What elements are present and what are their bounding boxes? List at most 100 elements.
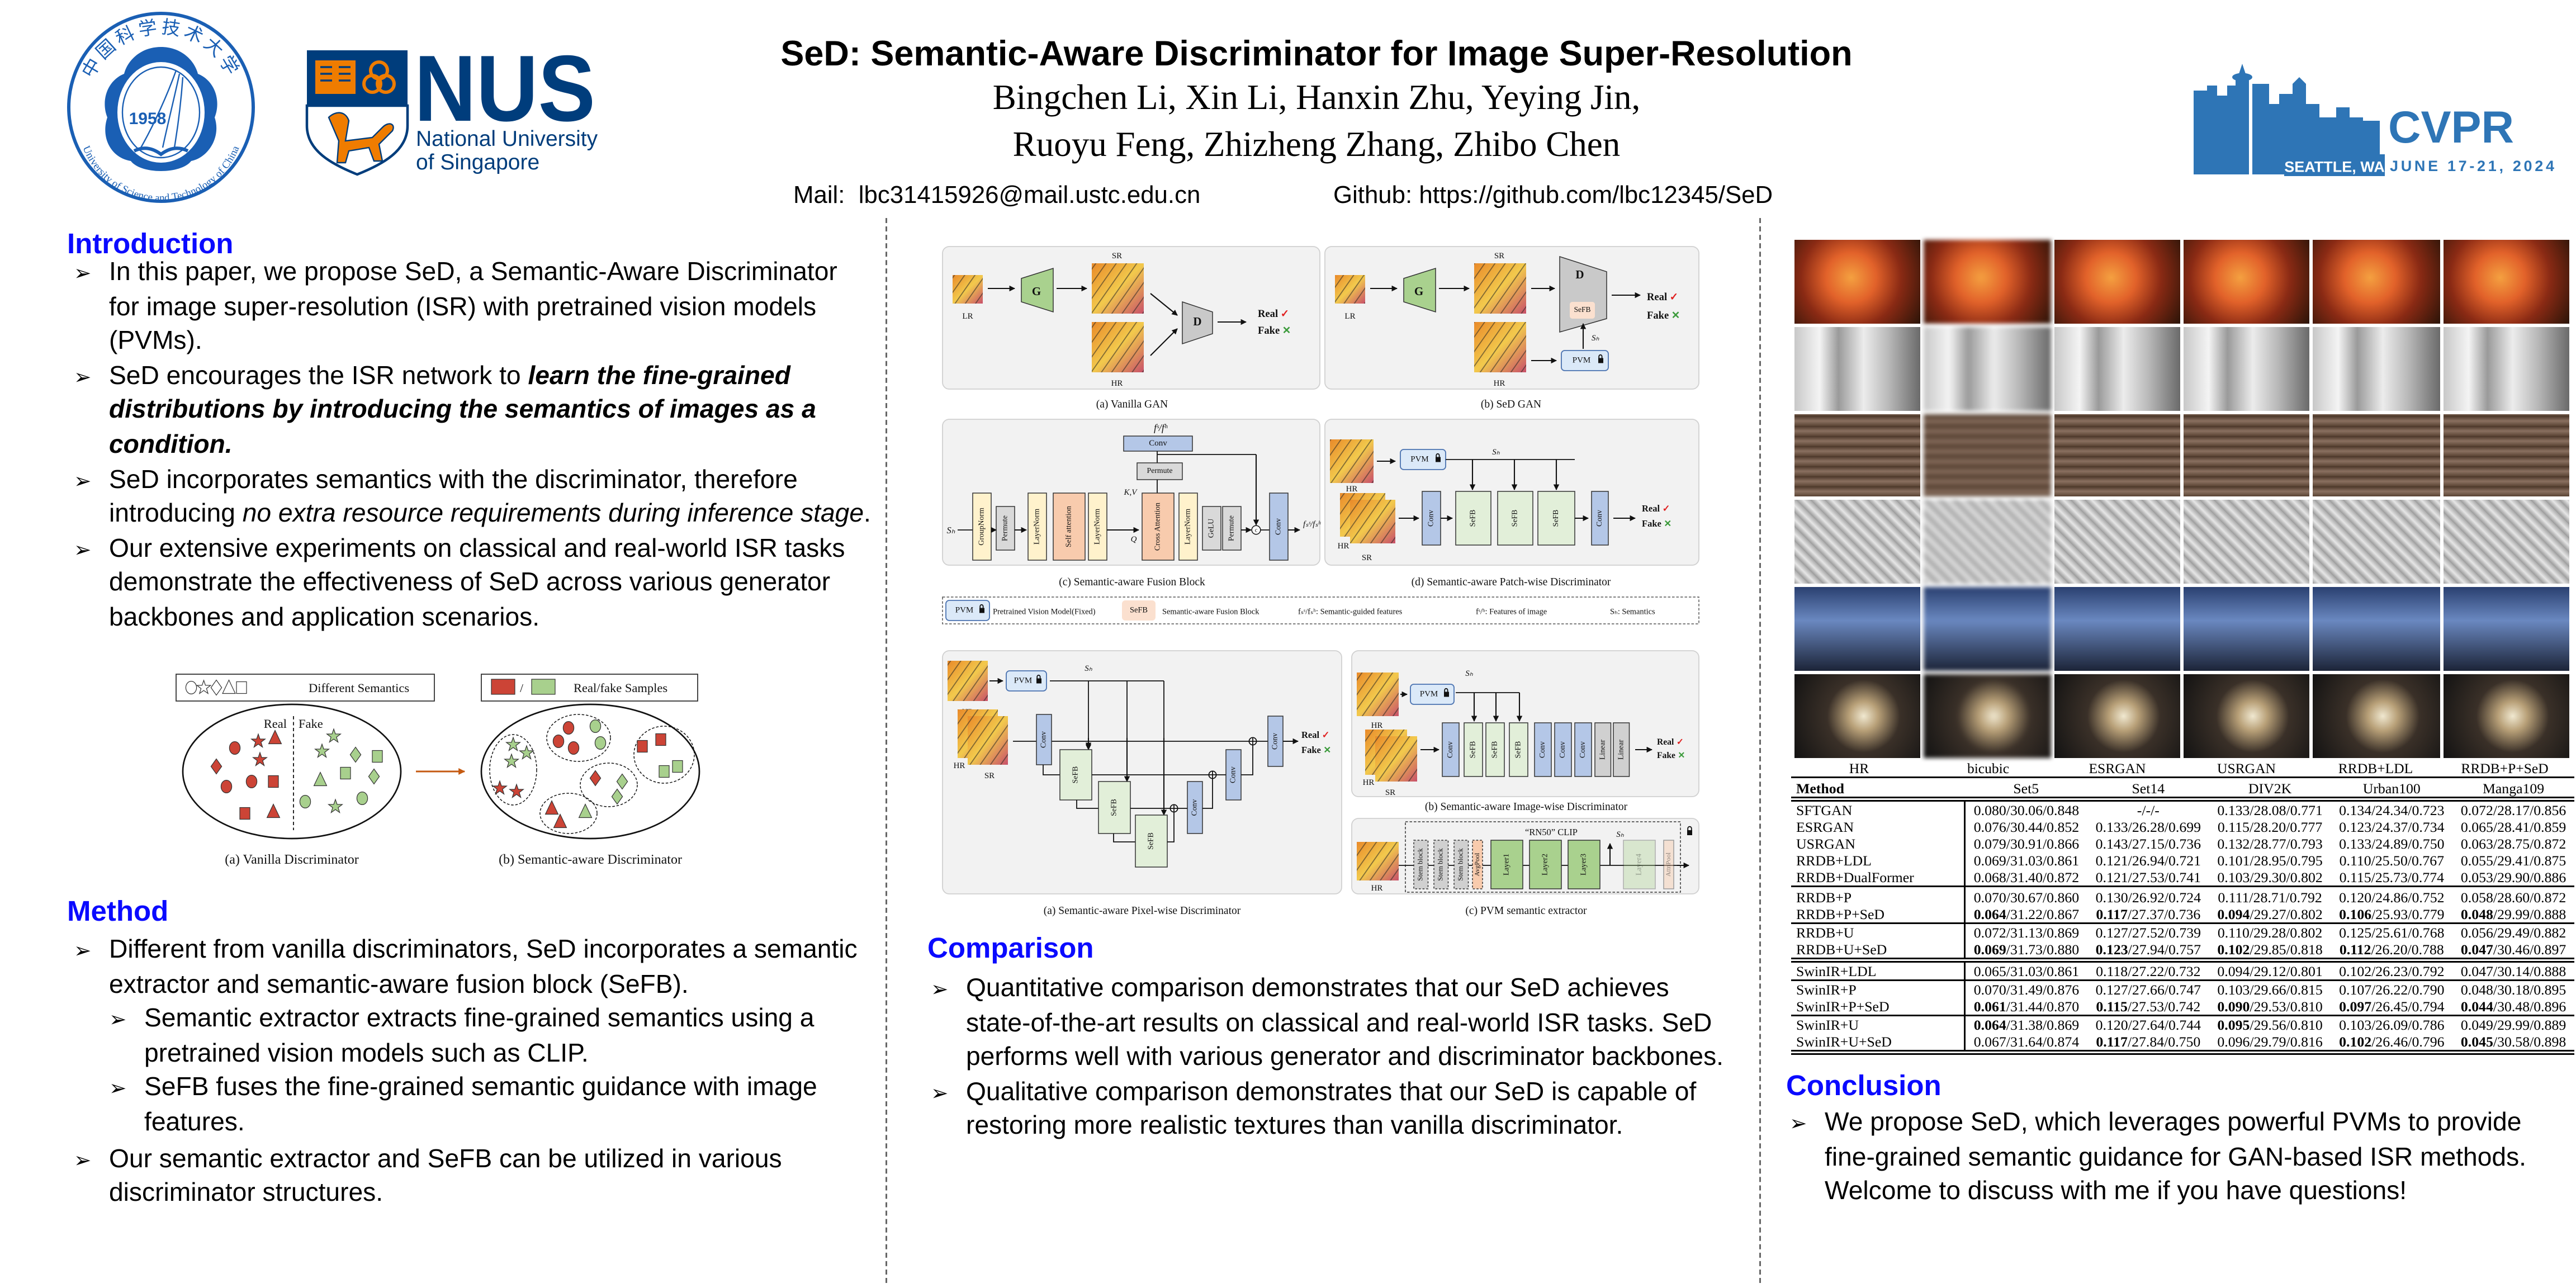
comparison-image [2053,326,2180,410]
layer-block-label: Layer1 [1502,854,1510,875]
fusion-block [1088,493,1107,561]
stem-block [1453,840,1469,889]
comparison-image [2313,240,2440,324]
metric-cell: 0.067/31.64/0.874 [1973,1033,2080,1050]
figure-label: Pretrained Vision Model(Fixed) [993,607,1096,616]
figure-label: SR [1112,252,1122,261]
bullet-arrow-icon: ➢ [74,536,92,562]
comparison-column-label: bicubic [1967,760,2010,776]
comparison-image [2313,326,2440,410]
introduction-bullet: ➢SeD incorporates semantics with the dis… [74,464,872,533]
bullet-arrow-icon: ➢ [109,1076,127,1101]
sefb-block-label: SeFB [1147,832,1155,850]
sefb-block-label: SeFB [1071,766,1079,784]
bullet-text: . [864,500,871,529]
star-sample [325,728,342,743]
metric-cell: 0.080/30.06/0.848 [1973,802,2080,819]
nus-line2: of Singapore [416,150,539,174]
metric-cell: 0.110/25.50/0.767 [2339,852,2445,869]
linear-block [1613,722,1630,777]
sefb-block [1098,781,1131,834]
pvm-label: PVM [1573,356,1591,364]
metric-cell: 0.134/24.34/0.723 [2339,802,2445,819]
sefb-legend-box [1122,600,1156,621]
conv-block-label: Conv [1190,799,1199,816]
cvpr-dates: JUNE 17-21, 2024 [2390,158,2554,174]
real-label: Real✓ [1657,737,1684,747]
figure-caption: (b) Semantic-aware Discriminator [499,853,682,867]
lock-icon [1444,692,1449,697]
lock-icon [1036,678,1041,684]
method-cell: RRDB+P [1791,886,1966,905]
mail: Mail: lbc31415926@mail.ustc.edu.cn [793,181,1200,211]
fusion-block-label: Permute [1227,515,1235,541]
metric-cell: 0.101/28.95/0.795 [2217,852,2323,869]
star-sample [327,798,344,813]
comparison-image [1924,326,2051,410]
layer-block [1623,840,1656,889]
conv-block-label: Conv [1558,741,1566,758]
real-text: Real [1647,291,1667,303]
metric-cell: 0.102/26.46/0.796 [2339,1033,2445,1050]
arrow [1150,328,1178,356]
comparison-image [2442,587,2569,671]
fusion-block [1027,493,1047,561]
figure-label: G [1414,285,1423,298]
figure-caption: (c) PVM semantic extractor [1465,905,1587,917]
semantic-space [480,703,700,840]
fake-label: Fake✕ [1647,310,1680,321]
comparison-image [2313,587,2440,671]
metric-cell: 0.095/29.56/0.810 [2209,1015,2331,1034]
metric-cell: 0.070/30.67/0.860 [1964,886,2087,905]
bullet-arrow-icon: ➢ [74,260,92,285]
metric-cell: 0.069/31.03/0.861 [1973,852,2080,869]
figure-label: SR [984,771,995,780]
fusion-block-label: Permute [1001,515,1009,541]
metric-cell: 0.069/31.73/0.880 [1973,940,2080,958]
sefb-block-label: SeFB [1469,510,1477,527]
nus-line1: National University [416,127,598,151]
check-icon: ✓ [1281,308,1290,320]
metric-cell: 0.076/30.44/0.852 [1973,818,2080,836]
figure-label: Sₕ [1592,334,1600,343]
conv-block-label: Conv [1538,741,1546,758]
layer-block [1529,840,1562,889]
layer-block [1568,840,1600,889]
conv-block-label: Conv [1039,731,1048,748]
butterfly-texture [953,275,983,304]
column-header: Method [1791,777,1965,802]
comparison-heading: Comparison [927,932,1094,964]
method-cell: RRDB+U+SeD [1791,940,1966,960]
real-text: Real [1657,737,1674,747]
introduction-heading: Introduction [67,228,234,260]
mail-address[interactable]: lbc31415926@mail.ustc.edu.cn [858,183,1201,210]
triangle-sample [222,679,236,694]
poster-title: SeD: Semantic-Aware Discriminator for Im… [780,35,1853,74]
comparison-bullet: ➢Quantitative comparison demonstrates th… [931,973,1726,1076]
authors-line-1: Bingchen Li, Xin Li, Hanxin Zhu, Yeying … [992,77,1641,117]
metric-cell: 0.133/24.89/0.750 [2339,835,2445,853]
stem-block [1433,840,1449,889]
real-label: Real✓ [1642,503,1670,514]
metric-cell: 0.063/28.75/0.872 [2460,835,2566,853]
metric-cell: 0.090/29.53/0.810 [2217,998,2323,1015]
comparison-image [2442,500,2569,584]
method-cell: SwinIR+P [1791,979,1966,998]
triangle-sample [266,803,281,818]
figure-label: SR [1494,252,1504,261]
metric-cell: 0.125/25.61/0.768 [2331,922,2453,941]
metric-cell: 0.102/29.85/0.818 [2217,940,2323,958]
conv-block [1554,722,1572,777]
metric-cell: 0.055/29.41/0.875 [2460,852,2566,869]
figure-label: Q [1131,535,1137,544]
metric-cell: 0.061/31.44/0.870 [1973,998,2080,1015]
github-link[interactable]: https://github.com/lbc12345/SeD [1419,183,1773,210]
pvm-box [1006,670,1047,692]
figure-caption: (a) Vanilla Discriminator [225,853,358,867]
triangle-sample [313,771,328,787]
figure-caption: (b) Semantic-aware Image-wise Discrimina… [1425,801,1628,813]
metric-cell: 0.120/24.86/0.752 [2331,886,2453,905]
butterfly-texture [1350,500,1395,543]
butterfly-texture [1375,736,1417,782]
